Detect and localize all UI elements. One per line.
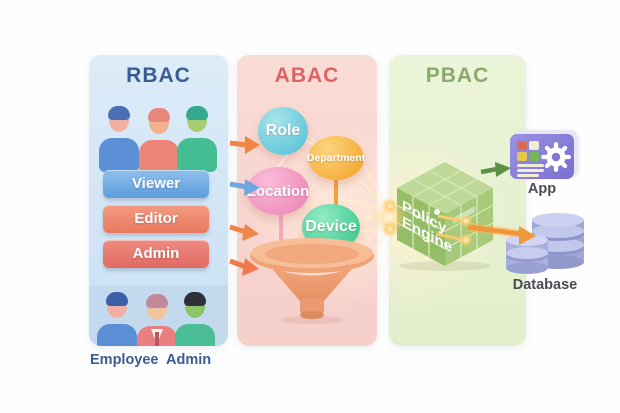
role-attribute-bubble: Role <box>258 107 308 155</box>
user-icon <box>99 106 139 172</box>
policy-engine-cube-icon: Policy Engine <box>396 162 494 271</box>
funnel-icon <box>250 238 374 324</box>
location-attribute-bubble: Location <box>247 167 309 215</box>
employee-user-icon <box>175 292 215 346</box>
rbac-panel-title: RBAC <box>126 64 191 87</box>
admin-user-icon <box>137 294 177 346</box>
rbac-panel: RBAC Viewer Editor Admin <box>89 55 228 346</box>
user-group-band <box>89 286 228 346</box>
department-attribute-bubble: Department <box>307 136 365 180</box>
pbac-panel-title: PBAC <box>425 64 490 87</box>
employee-user-icon <box>97 292 137 346</box>
app-label: App <box>527 181 557 197</box>
app-window-icon <box>510 130 578 179</box>
user-icon <box>177 106 217 172</box>
tie <box>155 332 159 346</box>
database-label: Database <box>512 277 578 293</box>
admin-role-button: Admin <box>103 240 209 268</box>
viewer-role-button: Viewer <box>103 170 209 198</box>
user-body <box>99 138 139 172</box>
employee-group-label: Employee <box>90 352 159 368</box>
cube-dot <box>434 209 440 215</box>
user-icon <box>139 108 179 174</box>
admin-group-label: Admin <box>166 352 212 368</box>
gear-icon <box>541 142 571 172</box>
editor-role-button: Editor <box>103 205 209 233</box>
user-hair <box>108 106 130 120</box>
database-icon <box>506 213 584 274</box>
abac-panel-title: ABAC <box>274 64 340 87</box>
